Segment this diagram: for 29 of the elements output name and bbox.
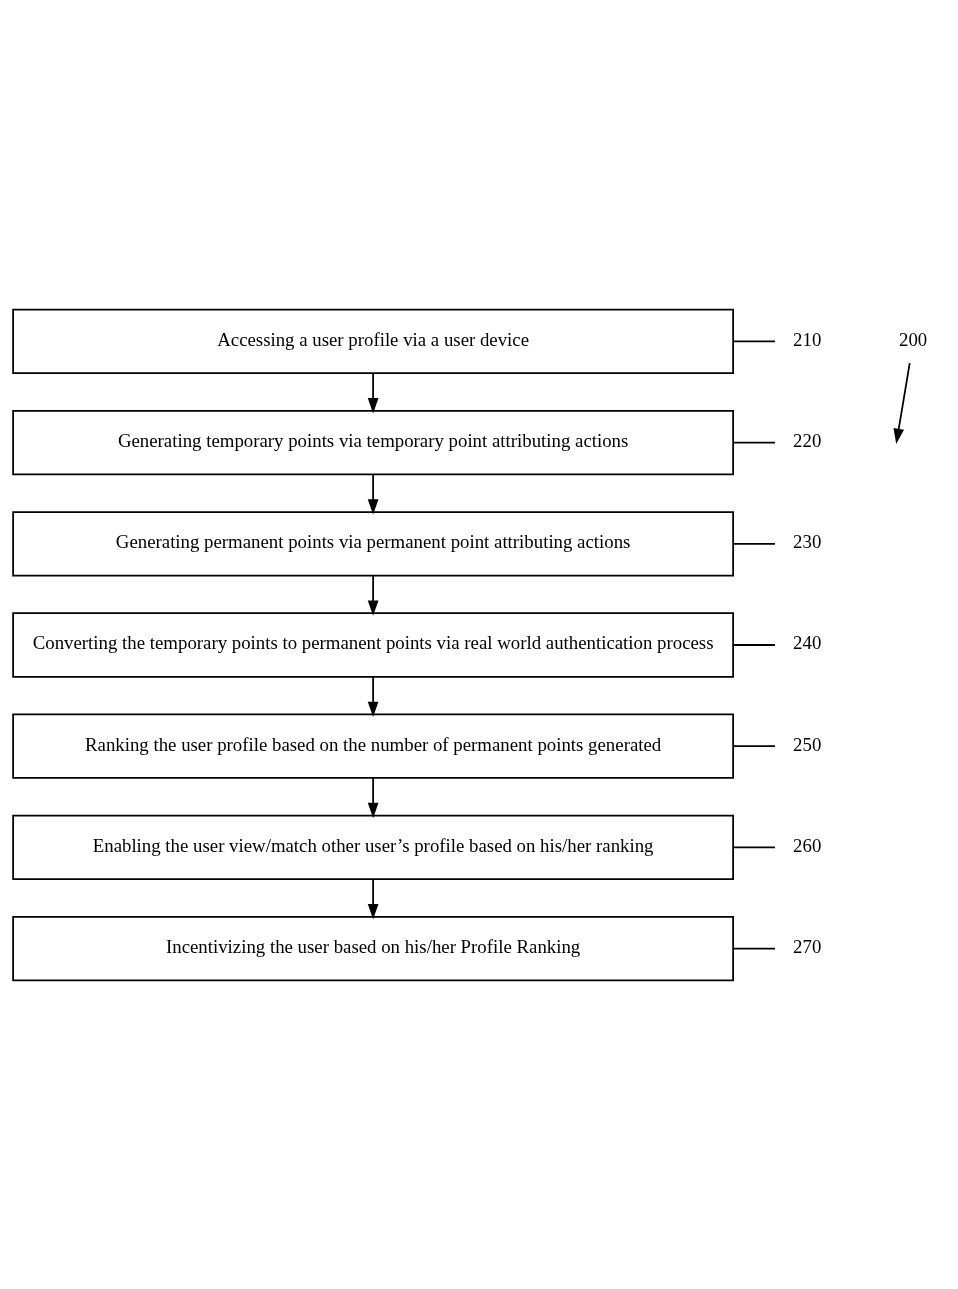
arrow	[893, 361, 911, 444]
node-text: 230	[793, 530, 822, 552]
node-text: 240	[793, 631, 822, 653]
arrow	[367, 372, 379, 413]
connector	[732, 441, 776, 444]
node-box: Ranking the user profile based on the number of permanent points generated	[12, 713, 734, 779]
node-box: Enabling the user view/match other user’s profile based on his/her ranking	[12, 814, 734, 880]
node-box: Generating permanent points via permanent point attributing actions	[12, 510, 734, 576]
arrow	[367, 877, 379, 919]
arrow	[367, 776, 379, 818]
connector	[732, 744, 776, 747]
node-box: Converting the temporary points to permanent points via real world authentication process	[12, 611, 734, 678]
node-text: 220	[793, 429, 822, 451]
node-text: 210	[793, 328, 822, 350]
node-box: Generating temporary points via temporary point attributing actions	[12, 409, 734, 475]
node-text: 250	[793, 733, 822, 755]
arrow	[367, 675, 379, 717]
connector	[732, 845, 776, 848]
connector	[732, 947, 776, 949]
node-text: 200	[899, 328, 928, 350]
node-box: Incentivizing the user based on his/her Profile Ranking	[12, 915, 734, 981]
connector	[732, 542, 776, 545]
connector	[732, 643, 776, 646]
connector	[732, 340, 776, 342]
arrow	[367, 473, 379, 515]
node-text: 270	[793, 935, 822, 957]
arrow	[367, 574, 379, 616]
node-text: 260	[793, 834, 822, 856]
node-box: Accessing a user profile via a user device	[12, 308, 734, 374]
